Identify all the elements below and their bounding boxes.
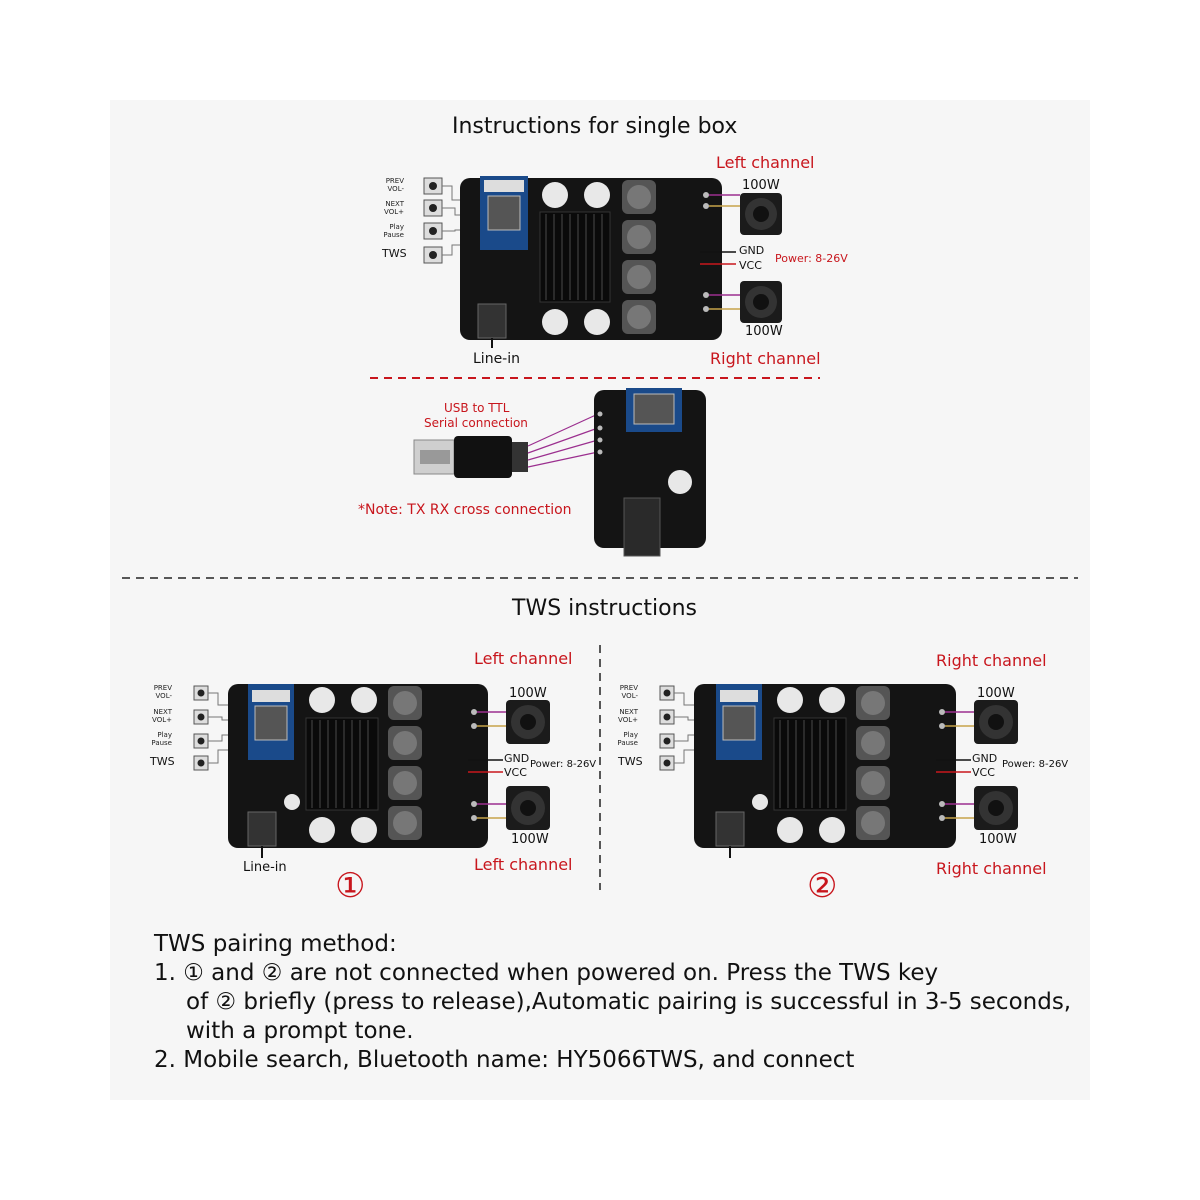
pairing-step1-line1: 1. ① and ② are not connected when powere… [154, 960, 939, 986]
tws2-button-label-next: NEXT VOL+ [618, 708, 638, 724]
button-label-play: Play Pause [383, 223, 404, 239]
single-left-channel: Left channel [716, 153, 815, 172]
tws1-power: Power: 8-26V [530, 759, 597, 770]
tws2-vcc: VCC [972, 766, 995, 779]
serial-connection-label: Serial connection [424, 416, 528, 430]
single-vcc: VCC [739, 259, 762, 272]
tws1-vcc: VCC [504, 766, 527, 779]
tws-title: TWS instructions [512, 596, 697, 621]
tws1-button-label-tws: TWS [150, 755, 175, 768]
tws2-button-label-play: Play Pause [617, 731, 638, 747]
button-label-tws: TWS [382, 247, 407, 260]
single-box-title: Instructions for single box [452, 114, 738, 139]
amplifier-board-tws1 [193, 684, 506, 858]
amplifier-board-single [423, 176, 740, 348]
pairing-step1-line3: with a prompt tone. [186, 1018, 414, 1044]
tws1-bottom-channel: Left channel [474, 855, 573, 874]
tws1-line-in: Line-in [243, 860, 287, 875]
tws1-button-label-next: NEXT VOL+ [152, 708, 172, 724]
tx-rx-note: *Note: TX RX cross connection [358, 502, 572, 518]
tws1-top-channel: Left channel [474, 649, 573, 668]
tws2-top-channel: Right channel [936, 651, 1047, 670]
tws1-watt-bottom: 100W [511, 832, 549, 847]
single-line-in: Line-in [473, 351, 520, 367]
tws2-bottom-channel: Right channel [936, 859, 1047, 878]
tws2-power: Power: 8-26V [1002, 759, 1069, 770]
tws1-button-label-play: Play Pause [151, 731, 172, 747]
speaker-icon-tws2-bottom [974, 786, 1018, 830]
partial-board-closeup [594, 388, 706, 557]
tws2-button-label-prev: PREV VOL- [619, 684, 638, 700]
speaker-icon-single-top [740, 193, 782, 235]
single-watt-bottom: 100W [745, 324, 783, 339]
pairing-step1-line2: of ② briefly (press to release),Automati… [186, 989, 1072, 1015]
amplifier-board-tws2 [659, 684, 974, 858]
tws1-button-label-prev: PREV VOL- [153, 684, 172, 700]
single-watt-top: 100W [742, 178, 780, 193]
tws2-watt-bottom: 100W [979, 832, 1017, 847]
usb-ttl-adapter [413, 413, 599, 478]
pairing-heading: TWS pairing method: [154, 931, 397, 957]
tws1-watt-top: 100W [509, 686, 547, 701]
tws2-gnd: GND [972, 752, 998, 765]
button-label-next: NEXT VOL+ [384, 200, 404, 216]
single-right-channel: Right channel [710, 349, 821, 368]
push-buttons-single [423, 177, 465, 264]
speaker-icon-tws2-top [974, 700, 1018, 744]
tws1-gnd: GND [504, 752, 530, 765]
single-gnd: GND [739, 244, 765, 257]
single-power: Power: 8-26V [775, 252, 848, 265]
button-label-prev: PREV VOL- [385, 177, 404, 193]
pairing-step2: 2. Mobile search, Bluetooth name: HY5066… [154, 1047, 855, 1073]
speaker-icon-single-bottom [740, 281, 782, 323]
tws2-button-label-tws: TWS [618, 755, 643, 768]
speaker-icon-tws1-bottom [506, 786, 550, 830]
unit-number-2: ② [807, 866, 838, 906]
tws2-watt-top: 100W [977, 686, 1015, 701]
speaker-icon-tws1-top [506, 700, 550, 744]
unit-number-1: ① [335, 866, 366, 906]
usb-ttl-label: USB to TTL [444, 401, 510, 415]
